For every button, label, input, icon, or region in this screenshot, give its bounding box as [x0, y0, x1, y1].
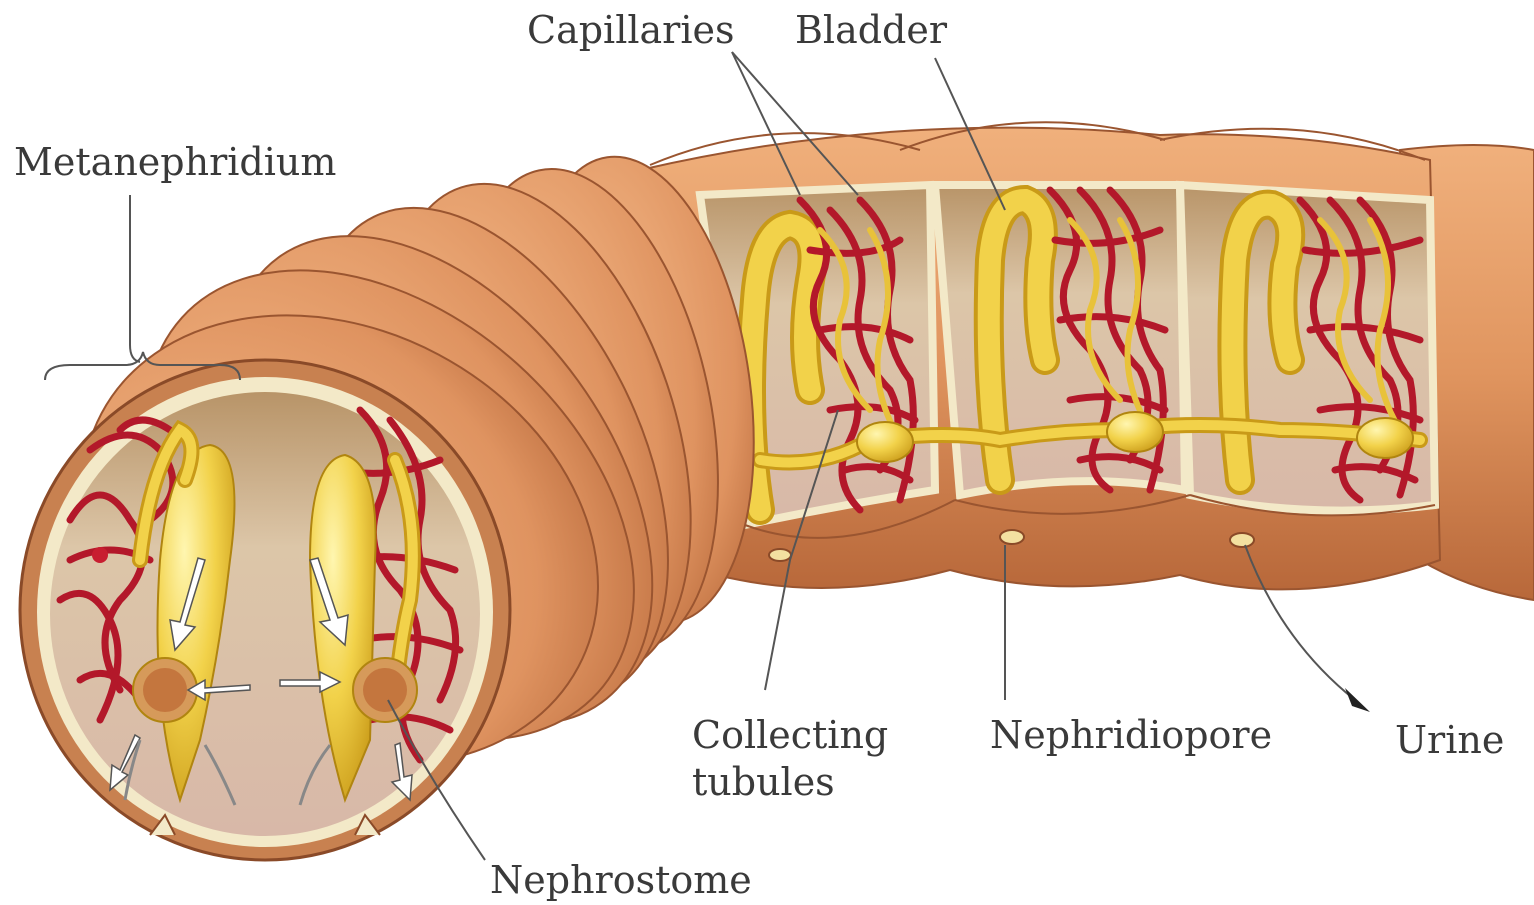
nephridiopore-hole	[1000, 530, 1024, 544]
label-metanephridium: Metanephridium	[14, 140, 336, 184]
nephridiopore-hole	[1230, 533, 1254, 547]
metanephridium-leader	[130, 195, 140, 362]
label-bladder: Bladder	[795, 8, 948, 52]
label-urine: Urine	[1395, 718, 1504, 762]
nephridiopore-hole	[769, 549, 791, 561]
urine-arrowhead	[1345, 688, 1370, 712]
label-collecting: Collecting	[692, 713, 888, 757]
label-nephridiopore: Nephridiopore	[990, 713, 1272, 757]
label-capillaries: Capillaries	[527, 8, 734, 52]
label-nephrostome: Nephrostome	[490, 858, 752, 902]
label-tubules: tubules	[692, 760, 835, 804]
